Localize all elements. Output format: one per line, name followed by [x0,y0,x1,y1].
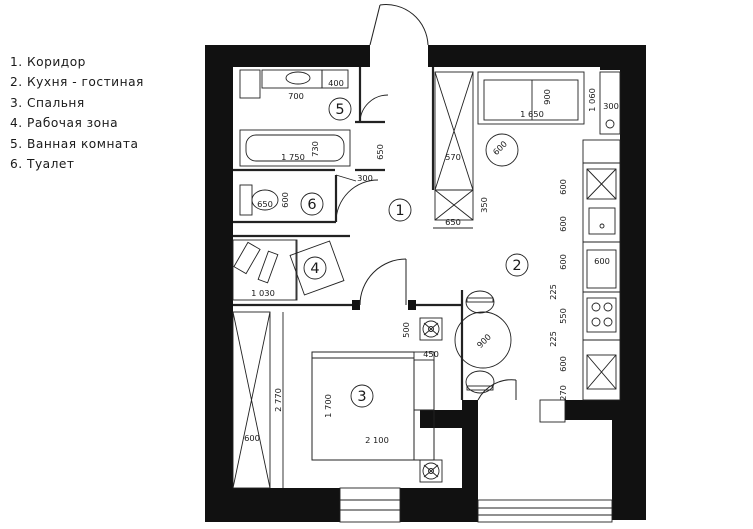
room-number-toilet: 6 [307,197,316,213]
dim-bathtub-length: 1 750 [281,152,305,162]
bathroom [239,69,389,167]
room-number-ring [505,253,529,277]
door-arc-icon [379,4,429,46]
room-number-kitchen-living: 2 [512,258,521,274]
room-number-ring [350,384,374,408]
dim-heater-depth: 500 [401,322,411,338]
room-number-ring [388,198,412,222]
door-arc-icon [477,379,517,401]
legend-item-corridor: 1. Коридор [10,55,86,69]
dim-bed-length: 1 700 [323,394,333,418]
dim-bedroom-closet-depth: 600 [244,433,260,443]
dim-wardrobe-side: 350 [479,197,489,213]
door-arc-icon [359,258,407,306]
dim-kitchen-counter-depth: 600 [594,256,610,266]
dim-heater-width: 450 [423,349,439,359]
dim-wardrobe-width: 570 [445,152,461,162]
dim-bathtub-width: 730 [310,141,320,157]
outer-walls [205,45,646,522]
entry-door[interactable] [369,4,429,46]
room-number-workspace: 4 [310,261,319,277]
door-arc-icon [359,94,389,123]
dim-kitchen-module-1: 600 [558,179,568,195]
corridor-wardrobe [433,71,474,229]
dim-kitchen-gap-2: 225 [548,331,558,347]
room-number-corridor: 1 [395,203,404,219]
sink-icon [588,207,616,235]
room-legend: 1. Коридор 2. Кухня - гостиная 3. Спальн… [10,52,180,174]
dim-toilet-length: 600 [280,192,290,208]
dim-kitchen-end: 270 [558,385,568,401]
dim-kitchen-module-3: 600 [558,254,568,270]
room-number-ring [303,256,327,280]
legend-item-workspace: 4. Рабочая зона [10,116,119,131]
fan-icon [419,317,443,483]
dim-fridge-depth: 1 060 [587,88,597,112]
legend-item-bedroom: 3. Спальня [10,95,85,110]
sink-icon [285,71,311,85]
kitchen-counter [582,139,621,401]
legend-item-kitchen-living: 2. Кухня - гостиная [10,75,144,90]
dim-coffee-table: 600 [491,139,509,157]
bed [311,351,435,461]
dim-kitchen-gap-1: 225 [548,284,558,300]
wall-stub [408,300,416,310]
dim-bath-sink-depth: 400 [328,78,344,88]
dim-desk-length: 1 030 [251,288,275,298]
dim-toilet-depth: 300 [357,173,373,183]
dim-bedroom-closet-length: 2 770 [273,388,283,412]
toilet-room [239,174,379,223]
room-number-bathroom: 5 [335,102,344,118]
bedroom-closet [232,311,284,489]
dim-kitchen-module-5: 600 [558,356,568,372]
dim-fridge-width: 300 [603,101,619,111]
stove-icon [586,297,617,333]
room-number-ring [328,97,352,121]
dim-kitchen-module-2: 600 [558,216,568,232]
door-arc-icon [335,179,379,223]
dim-bath-sink-width: 700 [288,91,304,101]
dim-sofa-length: 1 650 [520,109,544,119]
fridge [599,71,621,135]
balcony-door[interactable] [477,379,517,401]
dim-sofa-depth: 900 [542,89,552,105]
legend-item-bathroom: 5. Ванная комната [10,136,139,151]
wall-stub [352,300,360,310]
sofa [477,71,585,125]
dim-dining-table: 900 [475,332,493,350]
room-number-ring [300,192,324,216]
windows [339,399,613,523]
legend-item-toilet: 6. Туалет [10,157,75,172]
dim-kitchen-module-4: 550 [558,308,568,324]
dining-table [454,290,512,394]
dim-bath-door-zone: 650 [375,144,385,160]
dim-bed-width: 2 100 [365,435,389,445]
room-number-bedroom: 3 [357,389,366,405]
coffee-table [485,133,519,167]
dim-wardrobe-depth: 650 [445,217,461,227]
dim-toilet-width: 650 [257,199,273,209]
workspace [232,239,345,301]
